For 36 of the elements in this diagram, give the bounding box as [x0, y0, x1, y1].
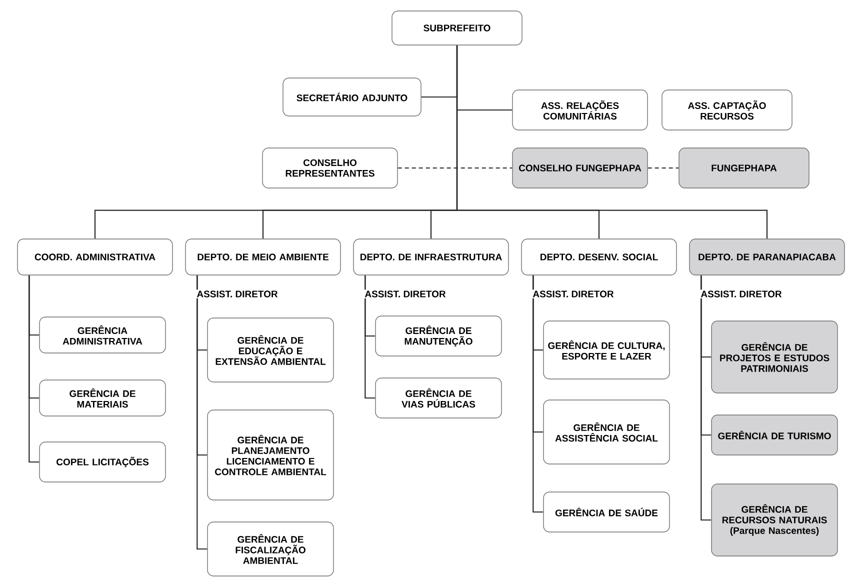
org-box: SECRETÁRIO ADJUNTO: [282, 78, 422, 116]
org-box: SUBPREFEITO: [392, 10, 522, 46]
org-box: CONSELHO FUNGEPHAPA: [512, 148, 648, 188]
org-box: GERÊNCIA DE TURISMO: [711, 414, 838, 456]
org-box: GERÊNCIA DE FISCALIZAÇÃO AMBIENTAL: [207, 522, 334, 576]
org-box: FUNGEPHAPA: [678, 148, 810, 188]
org-box: GERÊNCIA DE EDUCAÇÃO E EXTENSÃO AMBIENTAL: [207, 318, 334, 382]
org-box: GERÊNCIA DE RECURSOS NATURAIS (Parque Nascentes): [711, 484, 838, 556]
org-box: DEPTO. DE MEIO AMBIENTE: [185, 238, 341, 276]
org-box: GERÊNCIA DE SAÚDE: [543, 492, 670, 532]
role-label: ASSIST. DIRETOR: [532, 290, 615, 298]
role-label: ASSIST. DIRETOR: [196, 290, 279, 298]
org-box: GERÊNCIA DE VIAS PÚBLICAS: [375, 378, 502, 418]
org-box: COPEL LICITAÇÕES: [39, 442, 166, 482]
connector-line: [700, 275, 712, 521]
org-box: GERÊNCIA DE MANUTENÇÃO: [375, 316, 502, 356]
connector-line: [456, 45, 768, 239]
org-box: COORD. ADMINISTRATIVA: [17, 238, 173, 276]
org-box: GERÊNCIA DE PROJETOS E ESTUDOS PATRIMONIAIS: [711, 320, 838, 394]
connector-line: [28, 275, 40, 463]
org-box: DEPTO. DE INFRAESTRUTURA: [353, 238, 509, 276]
org-box: DEPTO. DE PARANAPIACABA: [689, 238, 845, 276]
connector-line: [532, 275, 544, 513]
org-box: GERÊNCIA ADMINISTRATIVA: [39, 316, 166, 354]
role-label: ASSIST. DIRETOR: [700, 290, 783, 298]
org-box: CONSELHO REPRESENTANTES: [262, 148, 398, 188]
org-box: GERÊNCIA DE ASSISTÊNCIA SOCIAL: [543, 400, 670, 464]
org-box: DEPTO. DESENV. SOCIAL: [521, 238, 677, 276]
org-box: GERÊNCIA DE PLANEJAMENTO LICENCIAMENTO E CONTROLE AMBIENTAL: [207, 410, 334, 500]
org-box: ASS. RELAÇÕES COMUNITÁRIAS: [512, 90, 648, 130]
connector-line: [196, 275, 208, 550]
role-label: ASSIST. DIRETOR: [364, 290, 447, 298]
org-box: GERÊNCIA DE MATERIAIS: [39, 380, 166, 416]
org-box: ASS. CAPTAÇÃO RECURSOS: [662, 90, 792, 130]
connector-line: [364, 275, 376, 399]
org-box: GERÊNCIA DE CULTURA, ESPORTE E LAZER: [543, 320, 670, 380]
